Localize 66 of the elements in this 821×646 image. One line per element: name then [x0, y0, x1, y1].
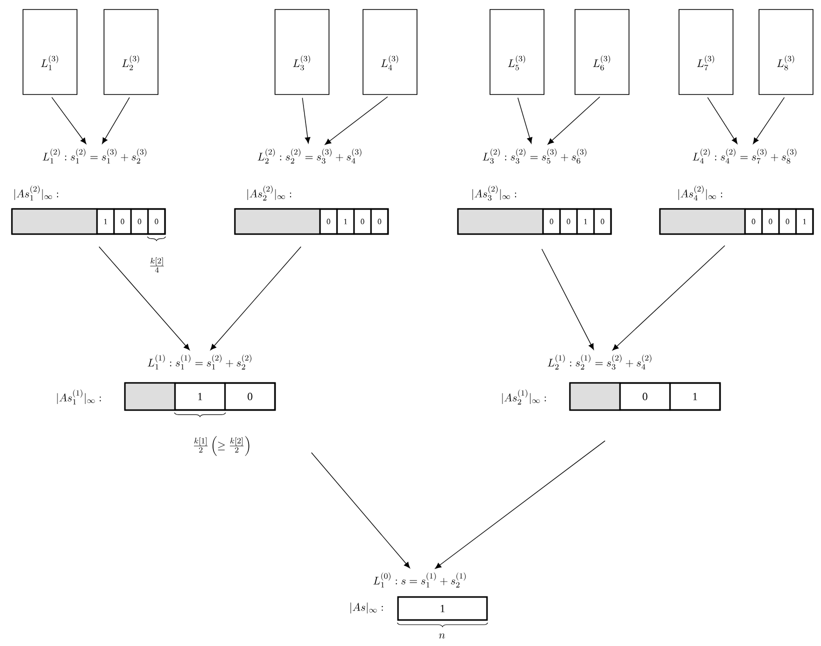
block-box: $L_7^{(3)}$: [678, 9, 734, 95]
block-box: $L_3^{(3)}$: [274, 9, 330, 95]
digit-cell: 1: [96, 208, 115, 235]
digit-cell: 1: [336, 208, 355, 235]
digit-cell: 0: [353, 208, 372, 235]
digit-cell: 0: [619, 382, 671, 411]
brace-label: $\frac{k[2]}{4}$: [150, 257, 164, 273]
arrow: [302, 98, 310, 144]
shaded-segment: [659, 208, 746, 235]
shaded-segment: [569, 382, 621, 411]
digit-cell: 0: [542, 208, 561, 235]
arrow: [98, 246, 190, 350]
shaded-segment: [11, 208, 98, 235]
formula-text: $L_1^{(2)}: s_1^{(2)} = s_1^{(3)} + s_2^{(3)}$: [42, 148, 146, 164]
digit-cell: 0: [593, 208, 612, 235]
digit-cell: 1: [669, 382, 721, 411]
arrow: [210, 246, 302, 350]
digit-cell: 1: [174, 382, 226, 411]
norm-label: $|As_2^{(1)}|_\infty:$: [502, 390, 546, 404]
shaded-segment: [124, 382, 176, 411]
digit-cell: 0: [319, 208, 338, 235]
arrow: [612, 245, 726, 350]
arrow: [311, 452, 410, 568]
shaded-segment: [457, 208, 544, 235]
formula-text: $L_3^{(2)}: s_3^{(2)} = s_5^{(3)} + s_6^{(3)}$: [482, 148, 586, 164]
digit-cell: 1: [576, 208, 595, 235]
brace-label: $n$: [439, 634, 445, 638]
digit-cell: 0: [370, 208, 389, 235]
norm-label: $|As_1^{(2)}|_\infty:$: [14, 186, 58, 200]
arrow: [324, 96, 388, 145]
formula-text: $L_1^{(1)}: s_1^{(1)} = s_1^{(2)} + s_2^{(2)}$: [148, 354, 252, 370]
norm-label: $|As_4^{(2)}|_\infty:$: [678, 186, 722, 200]
block-box: $L_1^{(3)}$: [22, 9, 78, 95]
arrow: [51, 96, 86, 144]
arrow: [102, 97, 130, 144]
formula-text: $L_2^{(1)}: s_2^{(1)} = s_3^{(2)} + s_4^{(2)}$: [548, 354, 652, 370]
formula-text: $L_2^{(2)}: s_2^{(2)} = s_3^{(3)} + s_4^{(3)}$: [258, 148, 362, 164]
formula-text: $L_1^{(0)}: s = s_1^{(1)} + s_2^{(1)}$: [373, 572, 466, 588]
digit-cell: 0: [559, 208, 578, 235]
digit-cell: 0: [744, 208, 763, 235]
block-box: $L_4^{(3)}$: [362, 9, 418, 95]
digit-cell: 0: [778, 208, 797, 235]
arrow: [435, 440, 606, 569]
shaded-segment: [234, 208, 321, 235]
arrow: [752, 97, 785, 144]
digit-cell: 0: [147, 208, 166, 235]
block-box: $L_8^{(3)}$: [758, 9, 814, 95]
digit-cell: 1: [795, 208, 814, 235]
arrow: [541, 248, 594, 350]
block-box: $L_5^{(3)}$: [490, 9, 544, 95]
norm-label: $|As_3^{(2)}|_\infty:$: [472, 186, 516, 201]
arrow: [518, 97, 532, 144]
formula-text: $L_4^{(2)}: s_4^{(2)} = s_7^{(3)} + s_8^{(3)}$: [692, 148, 796, 164]
norm-label: $|As_2^{(2)}|_\infty:$: [248, 186, 292, 200]
block-box: $L_6^{(3)}$: [574, 9, 630, 95]
register-bar: 1: [397, 596, 488, 621]
digit-cell: 0: [113, 208, 132, 235]
arrow: [707, 97, 738, 144]
brace-label: $\frac{k[1]}{2}\left(\geq\frac{k[2]}{2}\right)$: [194, 436, 250, 456]
digit-cell: 0: [130, 208, 149, 235]
digit-cell: 0: [761, 208, 780, 235]
digit-cell: 0: [224, 382, 276, 411]
norm-label: $|As_1^{(1)}|_\infty:$: [57, 390, 101, 404]
arrow: [548, 96, 600, 144]
norm-label: $|As|_\infty:$: [350, 602, 383, 614]
block-box: $L_2^{(3)}$: [104, 9, 158, 95]
